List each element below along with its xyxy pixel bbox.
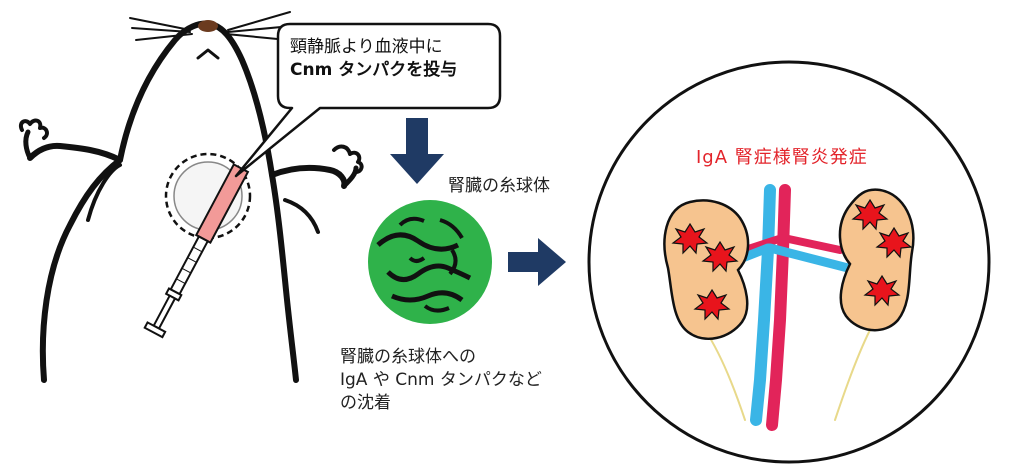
callout-text: 頸静脈より血液中に Cnm タンパクを投与 [290,36,457,82]
lesion-marks [671,198,913,321]
syringe-icon [143,163,250,339]
kidney-result-circle [587,60,991,464]
arrow-down-icon [390,118,444,184]
deposit-description: 腎臓の糸球体への IgA や Cnm タンパクなど の沈着 [340,346,542,415]
deposit-line-1: 腎臓の糸球体への [340,347,476,367]
deposit-line-3: の沈着 [340,393,391,413]
callout-bubble [234,22,502,178]
glomerulus-label: 腎臓の糸球体 [448,176,550,196]
callout-line-1: 頸静脈より血液中に [290,37,443,57]
result-title: IgA 腎症様腎炎発症 [696,147,868,168]
glomerulus-illustration [368,200,492,324]
arrow-right-icon [508,238,566,286]
nose-icon [198,20,218,32]
blood-vessels [704,184,871,431]
callout-line-2: Cnm タンパクを投与 [290,60,458,80]
deposit-line-2: IgA や Cnm タンパクなど [340,370,542,390]
